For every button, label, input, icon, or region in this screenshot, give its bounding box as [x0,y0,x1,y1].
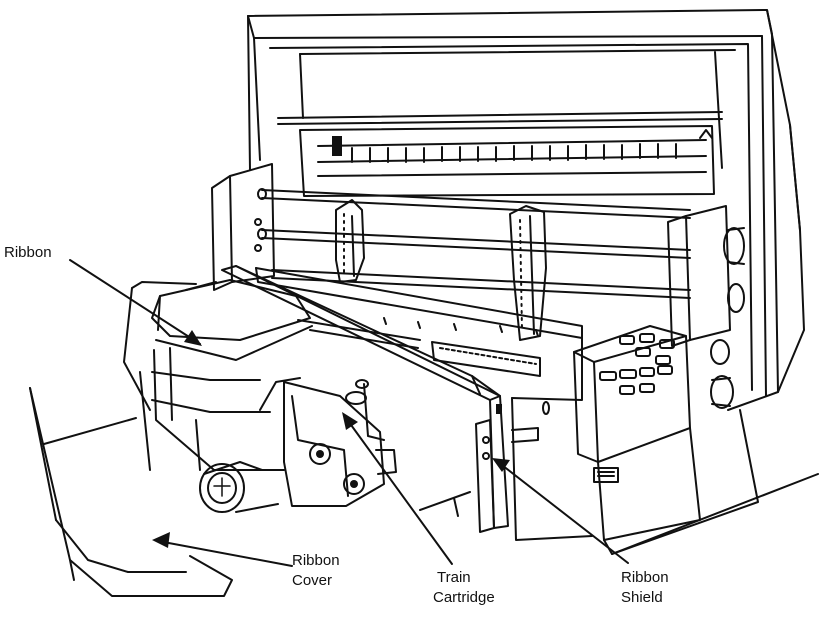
ribbon-shield-arrow [497,461,629,564]
ribbon-shield-arrowhead [492,458,510,472]
shield-bar [221,265,509,533]
train-cartridge-arrowhead [342,412,358,430]
ribbon-cover-callout-line2: Cover [292,572,333,589]
ribbon-shield-callout-line1: Ribbon [621,569,669,586]
train-cartridge-area [255,267,593,541]
ribbon-cover-callout-line1: Ribbon [292,552,340,569]
ribbon-arrow [69,259,201,345]
printer-cabinet [247,9,805,411]
train-cartridge-callout-line1: Train [437,569,471,586]
ribbon-callout-line1: Ribbon [4,244,52,261]
ribbon-cover-arrowhead [152,532,170,548]
callout-arrows [69,259,629,567]
ribbon-shield-callout: Ribbon Shield [621,568,669,608]
train-cartridge-callout-line2: Cartridge [433,589,495,606]
ribbon-cover-callout: Ribbon Cover [292,551,340,591]
ribbon-mechanism [199,377,397,513]
ribbon-cover-arrow [157,540,293,567]
side-frames [211,163,745,409]
ribbon-callout: Ribbon [4,243,52,263]
ribbon-roll [139,279,313,471]
ribbon-shield-callout-line2: Shield [621,589,663,606]
tractor-shafts [257,188,691,299]
print-line [299,125,715,197]
control-panel [573,325,819,555]
ribbon-arrowhead [184,330,202,346]
forms-tractors [335,199,547,341]
train-cartridge-arrow [345,417,453,565]
train-cartridge-callout: Train Cartridge [433,568,495,608]
